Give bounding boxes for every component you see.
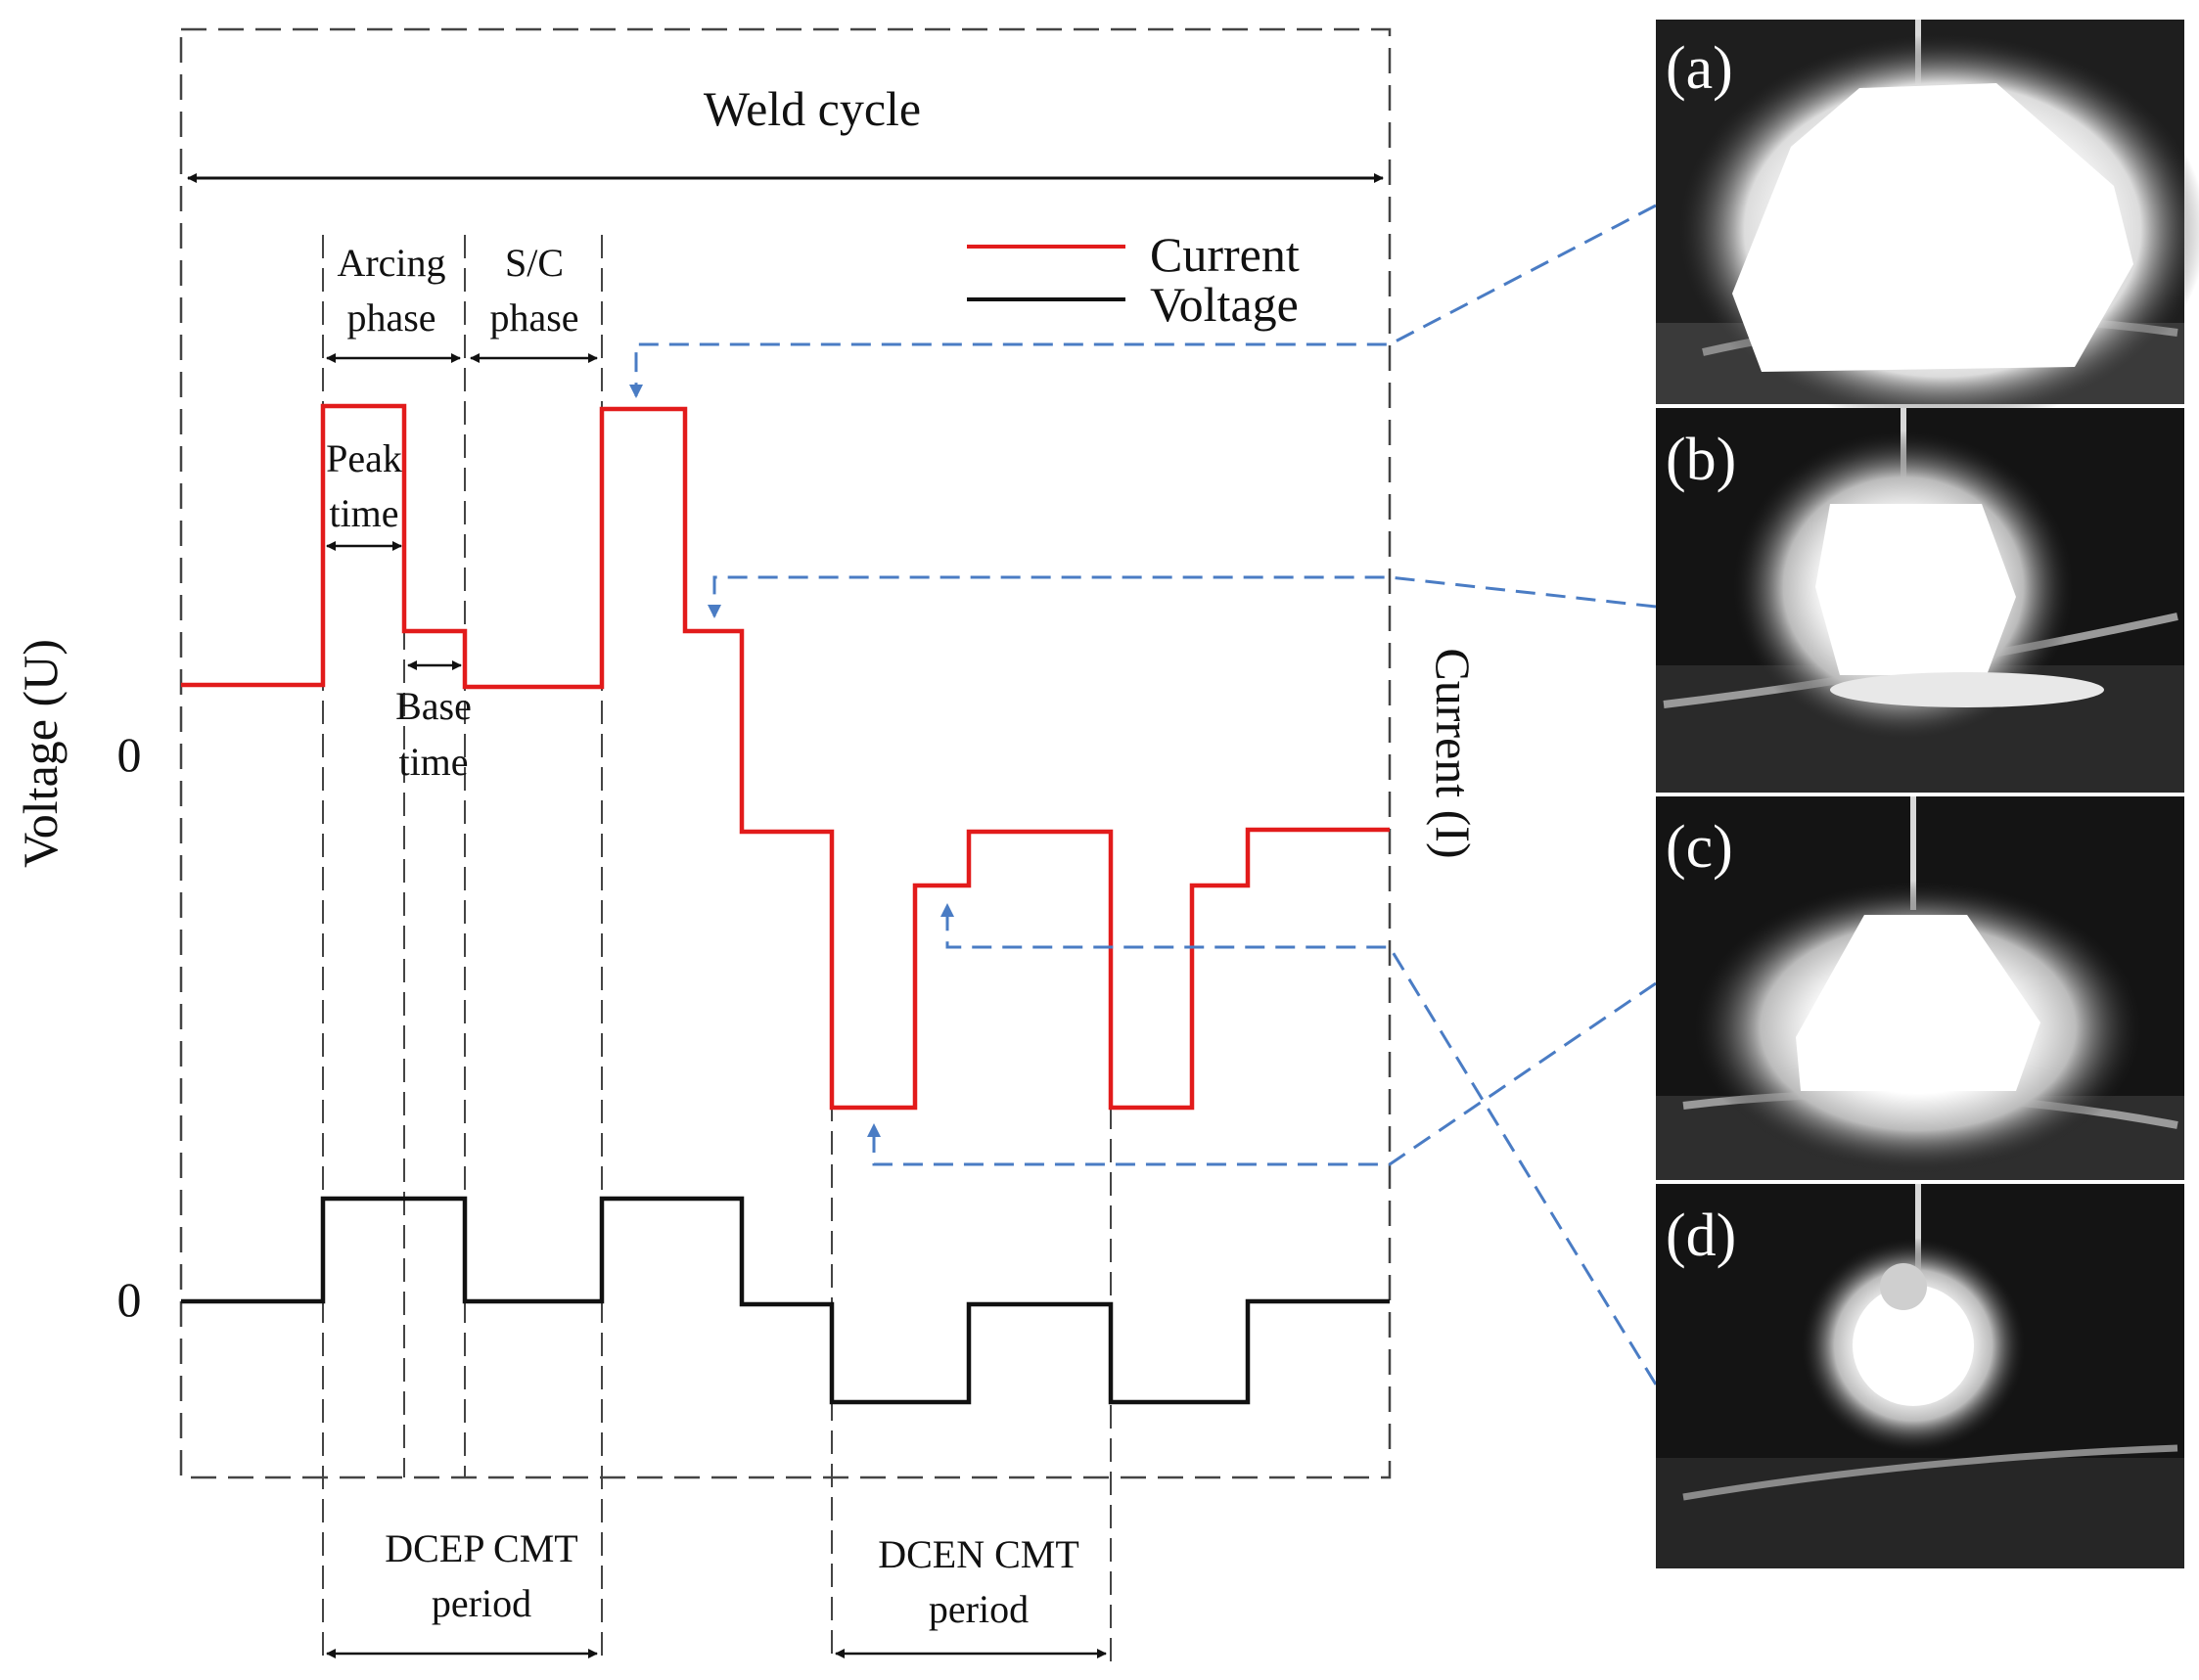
- weld-cycle-label: Weld cycle: [704, 81, 921, 136]
- base-time-label-1: Base: [395, 684, 472, 728]
- legend-voltage-label: Voltage: [1150, 277, 1299, 332]
- connector-c: [867, 981, 1657, 1166]
- sc-phase-label-1: S/C: [505, 241, 564, 285]
- sc-phase-label-2: phase: [489, 295, 578, 340]
- legend-current-label: Current: [1150, 227, 1300, 282]
- voltage-axis-label: Voltage (U): [13, 639, 68, 868]
- dcep-period-label-2: period: [432, 1581, 531, 1625]
- arcing-phase-label-2: phase: [346, 295, 435, 340]
- dcep-period-label-1: DCEP CMT: [385, 1526, 577, 1570]
- image-connectors: [629, 204, 1658, 1385]
- current-zero-label: 0: [117, 727, 142, 782]
- arcing-phase-label-1: Arcing: [337, 241, 445, 285]
- panel-c-label: (c): [1666, 814, 1733, 881]
- photo-panel-b: (b): [1656, 408, 2184, 793]
- connector-b: [708, 575, 1657, 618]
- peak-time-label-1: Peak: [326, 436, 402, 480]
- weld-cycle-frame: [179, 27, 1392, 1479]
- panel-a-label: (a): [1666, 35, 1733, 102]
- panel-b-label: (b): [1666, 427, 1736, 493]
- connector-d: [940, 903, 1658, 1385]
- dcen-period-label-1: DCEN CMT: [878, 1532, 1079, 1576]
- photo-panel-c: (c): [1656, 796, 2184, 1180]
- dcen-period-label-2: period: [929, 1587, 1029, 1631]
- phase-guide-lines: [322, 235, 1112, 1663]
- current-waveform: [181, 403, 1390, 1111]
- peak-time-label-2: time: [329, 491, 398, 535]
- current-axis-label: Current (I): [1426, 648, 1481, 858]
- voltage-zero-label: 0: [117, 1272, 142, 1327]
- photo-panel-a: (a): [1656, 20, 2199, 426]
- connector-a: [629, 204, 1657, 398]
- legend: Current Voltage: [967, 227, 1300, 332]
- panel-d-label: (d): [1666, 1203, 1736, 1269]
- photo-panel-d: (d): [1656, 1184, 2184, 1568]
- base-time-label-2: time: [398, 740, 468, 784]
- voltage-waveform: [181, 1196, 1390, 1405]
